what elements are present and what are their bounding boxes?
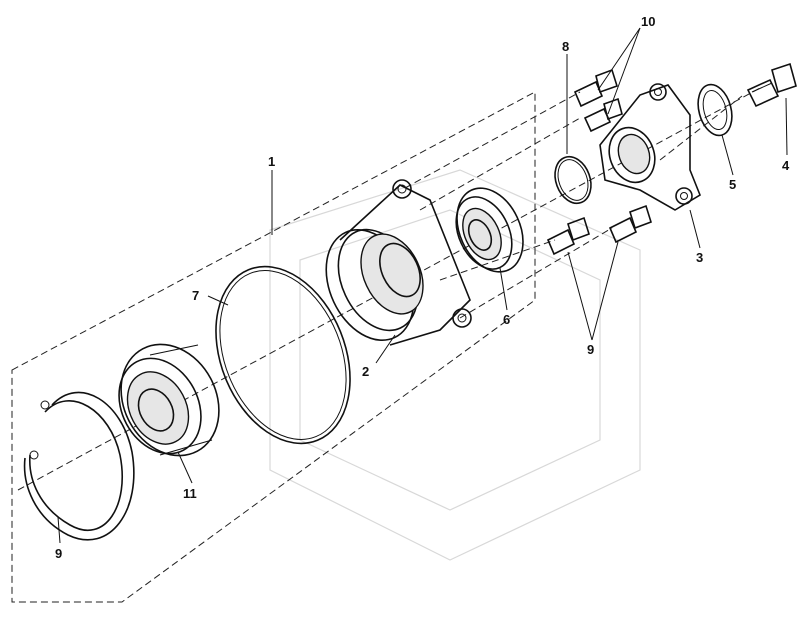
seal bbox=[455, 187, 524, 273]
callout-4: 4 bbox=[782, 158, 790, 173]
bolts-lower bbox=[546, 204, 652, 256]
callout-8: 8 bbox=[562, 39, 569, 54]
callout-9-right: 9 bbox=[587, 342, 594, 357]
bolt-right bbox=[746, 62, 797, 108]
bolts-upper bbox=[573, 68, 623, 133]
bearing-housing bbox=[325, 179, 472, 346]
callout-2: 2 bbox=[362, 364, 369, 379]
o-ring-large bbox=[215, 265, 351, 445]
leader-lines bbox=[57, 27, 788, 544]
callout-6: 6 bbox=[503, 312, 510, 327]
assembly-boundary bbox=[11, 91, 536, 603]
snap-ring-left bbox=[23, 391, 135, 541]
callout-5: 5 bbox=[729, 177, 736, 192]
ball-bearing bbox=[118, 343, 220, 457]
callout-labels: 1 2 3 4 5 6 7 8 9 10 11 9 bbox=[55, 14, 790, 561]
flange-bracket bbox=[599, 83, 701, 211]
callout-10: 10 bbox=[641, 14, 655, 29]
projection-lines bbox=[404, 91, 743, 319]
callout-7: 7 bbox=[192, 288, 199, 303]
callout-11: 11 bbox=[183, 486, 197, 501]
callout-3: 3 bbox=[696, 250, 703, 265]
o-ring-small bbox=[554, 155, 592, 205]
washer bbox=[697, 83, 733, 137]
callout-1: 1 bbox=[268, 154, 275, 169]
callout-9-left: 9 bbox=[55, 546, 62, 561]
watermark bbox=[269, 169, 641, 561]
